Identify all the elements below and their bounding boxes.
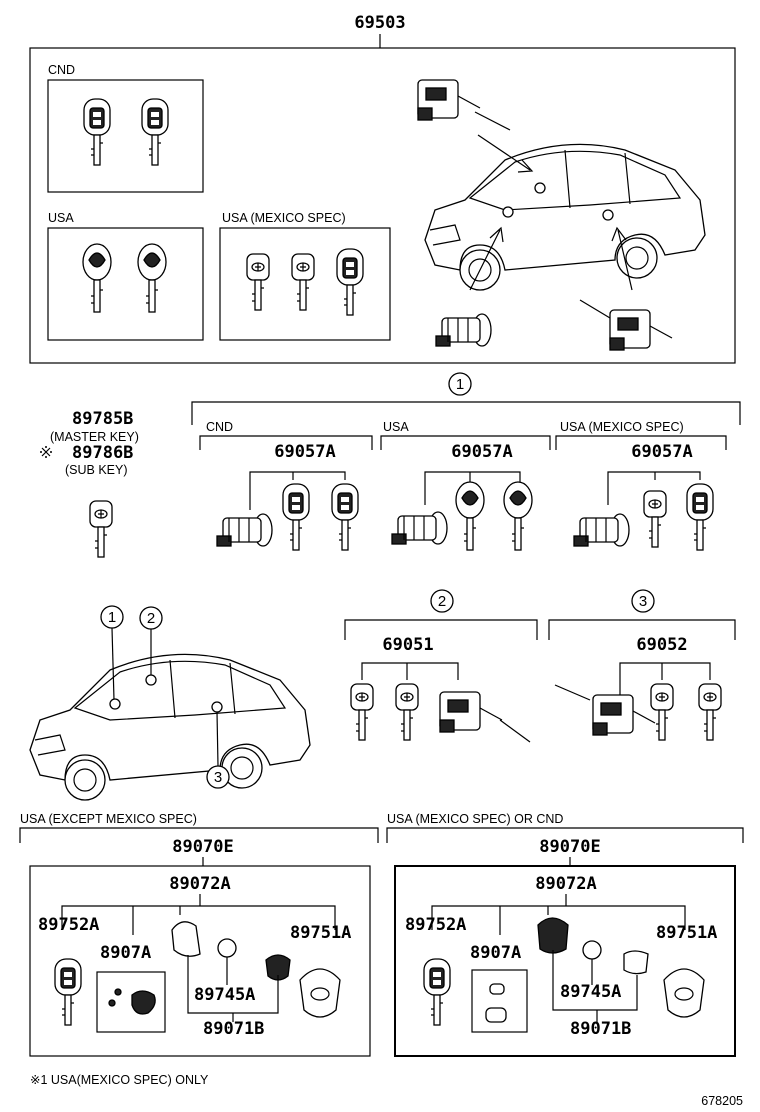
cnd-lockset-key-2-icon: [331, 483, 359, 551]
part-number-89785b: 89785B: [72, 409, 133, 429]
callout-1-top: 1: [448, 372, 472, 396]
cnd-lockset-key-1-icon: [282, 483, 310, 551]
master-key-icon: [89, 500, 113, 558]
region-label-cnd-top: CND: [48, 63, 75, 77]
mexico-lockset-key-2-icon: [686, 483, 714, 551]
region-label-usa-except-mexico: USA (EXCEPT MEXICO SPEC): [20, 812, 197, 826]
car-top-illustration: [424, 143, 706, 291]
svg-text:3: 3: [639, 593, 647, 610]
transmitter-left-frame: [29, 865, 371, 1057]
top-assembly-frame: [29, 47, 736, 364]
svg-text:1: 1: [108, 609, 116, 626]
part-number-89070e-left: 89070E: [172, 837, 233, 857]
back-door-lockset-key-1-icon: [650, 683, 674, 741]
part-number-89751a-right: 89751A: [656, 923, 717, 943]
svg-text:3: 3: [214, 769, 222, 786]
footnote: ※1 USA(MEXICO SPEC) ONLY: [30, 1073, 209, 1087]
lock-cylinder-top-icon: [435, 313, 492, 347]
transmitter-key-left-icon: [54, 958, 82, 1026]
button-set-right-box: [471, 969, 528, 1033]
usa-lockset-key-2-icon: [503, 481, 533, 551]
cnd-keys-box: [47, 79, 204, 193]
mexico-cylinder-icon: [573, 513, 630, 547]
button-set-left-box: [96, 971, 166, 1033]
svg-text:2: 2: [147, 610, 155, 627]
region-label-usa-mexico-mid: USA (MEXICO SPEC): [560, 420, 684, 434]
door-lockset-key-2-icon: [395, 683, 419, 741]
part-number-89751a-left: 89751A: [290, 923, 351, 943]
back-door-lock-assembly-icon: [592, 694, 656, 736]
part-number-89745a-left: 89745A: [194, 985, 255, 1005]
usa-cylinder-icon: [391, 511, 448, 545]
back-door-lockset-key-2-icon: [698, 683, 722, 741]
cnd-key-1-icon: [83, 98, 111, 166]
door-lock-top-left-icon: [417, 79, 481, 121]
car-lower-illustration: [29, 653, 311, 801]
door-lockset-key-1-icon: [350, 683, 374, 741]
usa-keys-box: [47, 227, 204, 341]
mexico-key-2-icon: [291, 253, 315, 311]
part-number-89070e-right: 89070E: [539, 837, 600, 857]
mexico-key-1-icon: [246, 253, 270, 311]
cnd-key-2-icon: [141, 98, 169, 166]
region-label-usa-mexico-or-cnd: USA (MEXICO SPEC) OR CND: [387, 812, 563, 826]
callout-2-mid: 2: [430, 589, 454, 613]
callout-3-mid: 3: [631, 589, 655, 613]
part-number-8907a-right: 8907A: [470, 943, 521, 963]
car-callout-2: 2: [139, 606, 163, 630]
back-door-lock-top-icon: [609, 309, 673, 351]
ref-mark-icon: [39, 445, 53, 459]
part-number-8907a-left: 8907A: [100, 943, 151, 963]
region-label-usa-mid: USA: [383, 420, 409, 434]
usa-lockset-key-1-icon: [455, 481, 485, 551]
cnd-cylinder-icon: [216, 513, 273, 547]
part-number-89752a-left: 89752A: [38, 915, 99, 935]
part-number-69057a-cnd: 69057A: [274, 442, 335, 462]
master-key-note: (MASTER KEY): [50, 430, 139, 444]
transmitter-key-right-icon: [423, 958, 451, 1026]
door-lock-assembly-icon: [439, 691, 503, 733]
part-number-89745a-right: 89745A: [560, 982, 621, 1002]
region-label-cnd-mid: CND: [206, 420, 233, 434]
part-number-89072a-right: 89072A: [535, 874, 596, 894]
part-number-69057a-mexico: 69057A: [631, 442, 692, 462]
part-number-89786b: 89786B: [72, 443, 133, 463]
usa-key-1-icon: [82, 243, 112, 313]
part-number-69052: 69052: [636, 635, 687, 655]
usa-key-2-icon: [137, 243, 167, 313]
usa-mexico-keys-box: [219, 227, 391, 341]
svg-text:2: 2: [438, 593, 446, 610]
part-number-89071b-right: 89071B: [570, 1019, 631, 1039]
part-number-69503: 69503: [354, 13, 405, 33]
part-number-69057a-usa: 69057A: [451, 442, 512, 462]
mexico-key-3-icon: [336, 248, 364, 316]
part-number-89072a-left: 89072A: [169, 874, 230, 894]
mexico-lockset-key-1-icon: [643, 490, 667, 548]
diagram-id: 678205: [701, 1094, 743, 1108]
svg-text:1: 1: [456, 376, 464, 393]
car-callout-1: 1: [100, 605, 124, 629]
part-number-89752a-right: 89752A: [405, 915, 466, 935]
region-label-usa-top: USA: [48, 211, 74, 225]
sub-key-note: (SUB KEY): [65, 463, 128, 477]
transmitter-right-frame: [394, 865, 736, 1057]
region-label-usa-mexico-top: USA (MEXICO SPEC): [222, 211, 346, 225]
car-callout-3: 3: [206, 765, 230, 789]
part-number-69051: 69051: [382, 635, 433, 655]
part-number-89071b-left: 89071B: [203, 1019, 264, 1039]
